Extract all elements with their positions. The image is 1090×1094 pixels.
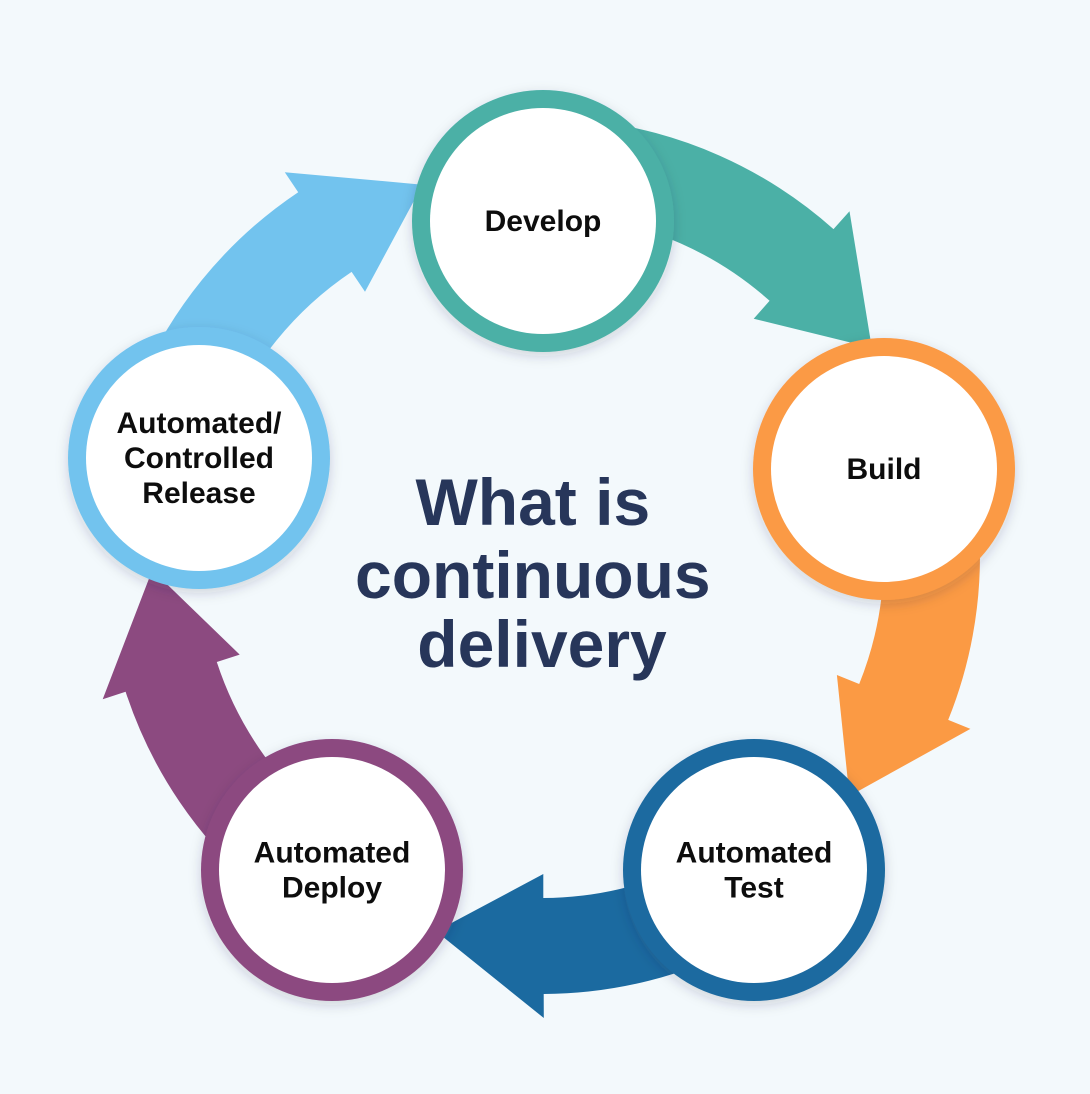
stage-deploy-circle [219,757,445,983]
stage-deploy-label-line-1: Automated [254,837,411,870]
center-title: What is continuous delivery [355,465,729,681]
stage-deploy-label-line-2: Deploy [282,872,382,905]
stage-develop: Develop [412,90,674,352]
center-title-line-3: delivery [417,607,667,681]
stage-build-circle [771,356,997,582]
stage-build: Build [753,338,1015,600]
stage-release-label-line-3: Release [142,477,255,510]
stage-test-circle [641,757,867,983]
stage-build-label: Build [847,453,922,486]
center-title-line-2: continuous [355,538,711,612]
center-title-line-1: What is [415,465,650,539]
stage-develop-circle [430,108,656,334]
stage-build-label-line-1: Build [847,453,922,486]
stage-release-label-line-2: Controlled [124,442,274,475]
stage-release-label-line-1: Automated/ [117,407,283,440]
stage-develop-label: Develop [485,205,602,238]
stage-test-label-line-2: Test [724,872,783,905]
stage-release-circle [86,345,312,571]
stage-develop-label-line-1: Develop [485,205,602,238]
stage-test-label-line-1: Automated [676,837,833,870]
